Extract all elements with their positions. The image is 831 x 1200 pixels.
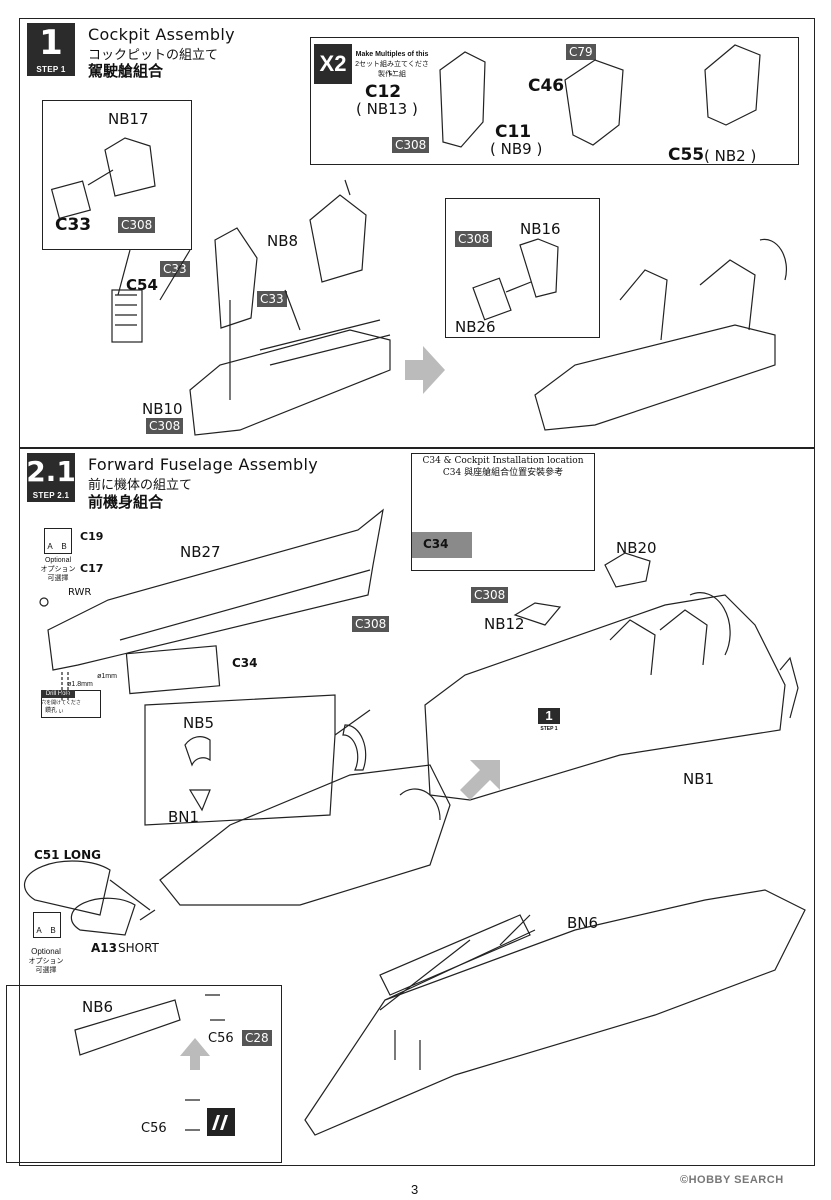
step1-tag: STEP 1 <box>27 63 75 76</box>
step1-title-jp: コックピットの組立て <box>88 48 219 63</box>
x2-note-cn: 製作二組 <box>378 71 406 78</box>
step1-title-cn: 駕駛艙組合 <box>88 62 164 80</box>
label-nb1: NB1 <box>683 770 715 788</box>
c56-flow-arrow <box>180 1038 210 1070</box>
label-c308-b: C308 <box>146 418 184 434</box>
x2-note-jp: 2セット組み立てください <box>355 61 429 77</box>
label-nb6: NB6 <box>82 998 114 1016</box>
label-nb26: NB26 <box>455 318 496 336</box>
step1-frame <box>19 18 815 448</box>
label-c33-b: C33 <box>257 291 287 307</box>
inset-title-cn: C34 與座艙組合位置安裝參考 <box>442 468 564 478</box>
nb17-callout-box <box>42 100 192 250</box>
label-nb5: NB5 <box>183 714 215 732</box>
step1-ref-badge: 1 <box>538 708 560 724</box>
inset-c34-label: C34 <box>423 537 449 551</box>
option2-b: B <box>50 926 56 935</box>
step1-number: 1 <box>27 23 75 63</box>
step21-title-jp: 前に機体の組立て <box>88 478 193 493</box>
label-nb16: NB16 <box>520 220 561 238</box>
label-c19: C19 <box>80 530 104 543</box>
label-c308-a: C308 <box>118 217 156 233</box>
label-nb2: ( NB2 ) <box>704 147 757 165</box>
option2-cn: 可選擇 <box>35 967 57 974</box>
step1-title-en: Cockpit Assembly <box>88 25 235 44</box>
label-nb10: NB10 <box>142 400 183 418</box>
drill-cn: 鑽孔 <box>44 708 57 714</box>
glue-icon <box>207 1108 235 1136</box>
label-c79: C79 <box>566 44 596 60</box>
option1-b: B <box>61 542 67 551</box>
step21-title-cn: 前機身組合 <box>88 493 164 511</box>
option1-a: A <box>47 542 53 551</box>
x2-badge: X2 <box>314 44 352 84</box>
page-number: 3 <box>411 1182 419 1197</box>
label-c56-b: C56 <box>141 1121 167 1136</box>
inset-title-en: C34 & Cockpit Installation location <box>422 456 584 466</box>
drill-d1: ø1mm <box>97 673 117 680</box>
label-nb8: NB8 <box>267 232 299 250</box>
label-c28: C28 <box>242 1030 272 1046</box>
label-c34: C34 <box>232 656 258 670</box>
label-nb9: ( NB9 ) <box>490 140 543 158</box>
option2-icon <box>33 912 61 938</box>
label-c33-big: C33 <box>55 215 92 235</box>
label-c51-long: C51 LONG <box>34 848 101 862</box>
option2-a: A <box>36 926 42 935</box>
label-bn6: BN6 <box>567 914 599 932</box>
drill-jp: 穴を開けてください <box>41 700 81 715</box>
label-c46: C46 <box>528 76 565 96</box>
step21-flow-arrow <box>460 760 500 800</box>
option2-en: Optional <box>31 947 61 956</box>
drill-d18: ø1.8mm <box>67 681 93 688</box>
watermark: ©HOBBY SEARCH <box>680 1174 784 1186</box>
label-c55: C55 <box>668 145 705 165</box>
step21-tag: STEP 2.1 <box>27 489 75 502</box>
nb16-callout-box <box>445 198 600 338</box>
step21-title-en: Forward Fuselage Assembly <box>88 455 319 474</box>
label-c308-f: C308 <box>471 587 509 603</box>
label-nb12: NB12 <box>484 615 525 633</box>
inset-c34-block <box>412 532 472 558</box>
label-a13-short: SHORT <box>118 941 159 955</box>
step21-frame <box>19 448 815 1166</box>
label-c308-d: C308 <box>455 231 493 247</box>
step1-flow-arrow <box>405 346 445 394</box>
label-nb17: NB17 <box>108 110 149 128</box>
label-c17: C17 <box>80 562 104 575</box>
x2-note-en: Make Multiples of this <box>355 51 429 58</box>
label-rwr: RWR <box>68 587 92 598</box>
label-bn1: BN1 <box>168 808 200 826</box>
drill-hole-head: Drill Hole <box>41 690 75 698</box>
option2-jp: オプション <box>28 958 64 965</box>
label-c11: C11 <box>495 122 532 142</box>
option1-jp: オプション <box>40 566 76 573</box>
label-nb13: ( NB13 ) <box>356 100 418 118</box>
label-a13: A13 <box>91 941 117 955</box>
label-c308-e: C308 <box>352 616 390 632</box>
label-c308-c: C308 <box>392 137 430 153</box>
label-nb27: NB27 <box>180 543 221 561</box>
nb6-callout-box <box>6 985 282 1163</box>
option1-en: Optional <box>44 557 72 564</box>
step21-number: 2.1 <box>26 453 76 489</box>
label-c12: C12 <box>365 82 402 102</box>
option1-icon <box>44 528 72 554</box>
label-c56-a: C56 <box>208 1031 234 1046</box>
step1-ref-tag: STEP 1 <box>540 726 558 732</box>
label-nb20: NB20 <box>616 539 657 557</box>
x2-callout-box <box>310 37 799 165</box>
option1-cn: 可選擇 <box>47 575 69 582</box>
c34-inset-box <box>411 453 595 571</box>
